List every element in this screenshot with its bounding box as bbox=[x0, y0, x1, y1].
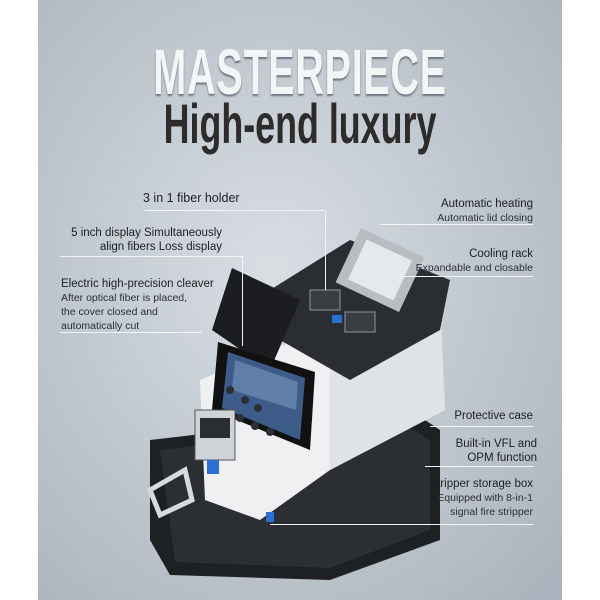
keypad bbox=[226, 386, 274, 436]
callout-display-line1: 5 inch display Simultaneously bbox=[71, 227, 222, 239]
callout-stripper-desc-2: signal fire stripper bbox=[450, 506, 533, 518]
callout-line bbox=[400, 276, 533, 277]
callout-protective-case: Protective case bbox=[454, 410, 533, 422]
fiber-holder bbox=[344, 311, 376, 333]
callout-stripper-title: Stripper storage box bbox=[429, 478, 533, 490]
splicer-lid bbox=[212, 268, 300, 370]
keypad-button bbox=[236, 414, 244, 422]
headline-title: MASTERPIECE bbox=[153, 36, 447, 108]
callout-cleaver-desc-1: After optical fiber is placed, bbox=[61, 292, 188, 304]
callout-line bbox=[325, 210, 326, 290]
callout-cleaver-desc-3: automatically cut bbox=[61, 320, 140, 332]
callout-vfl-line1: Built-in VFL and bbox=[455, 438, 537, 450]
callout-cooling-title: Cooling rack bbox=[469, 248, 533, 260]
keypad-button bbox=[266, 428, 274, 436]
callout-display: 5 inch display Simultaneously align fibe… bbox=[71, 226, 222, 254]
callout-stripper: Stripper storage box Equipped with 8-in-… bbox=[429, 477, 533, 519]
callout-cleaver-title: Electric high-precision cleaver bbox=[61, 278, 214, 290]
headline-subtitle: High-end luxury bbox=[163, 92, 437, 155]
callout-line bbox=[60, 332, 202, 333]
fiber-holder bbox=[309, 289, 341, 311]
heater-lid bbox=[348, 239, 412, 301]
display-content-highlight bbox=[232, 360, 298, 410]
blue-clip bbox=[207, 460, 219, 474]
callout-fiber-holder: 3 in 1 fiber holder bbox=[143, 191, 240, 205]
callout-stripper-desc-1: Equipped with 8-in-1 bbox=[437, 492, 533, 504]
keypad-button bbox=[241, 396, 249, 404]
callout-cooling-desc: Expandable and closable bbox=[415, 262, 533, 274]
keypad-button bbox=[254, 404, 262, 412]
callout-vfl-line2: OPM function bbox=[467, 452, 537, 464]
callout-line bbox=[242, 256, 243, 346]
callout-heating: Automatic heating Automatic lid closing bbox=[437, 197, 533, 225]
callout-heating-title: Automatic heating bbox=[440, 198, 533, 210]
keypad-button bbox=[226, 386, 234, 394]
callout-line bbox=[145, 210, 325, 211]
callout-vfl-opm: Built-in VFL and OPM function bbox=[456, 437, 537, 465]
callout-cleaver: Electric high-precision cleaver After op… bbox=[61, 277, 214, 333]
callout-line bbox=[430, 426, 533, 427]
callout-line bbox=[380, 224, 533, 225]
callout-display-line2: align fibers Loss display bbox=[99, 241, 222, 253]
keypad-button bbox=[251, 422, 259, 430]
callout-cooling: Cooling rack Expandable and closable bbox=[416, 247, 533, 275]
callout-line bbox=[270, 524, 533, 525]
handle bbox=[146, 466, 195, 519]
blue-latch bbox=[266, 512, 274, 522]
cleaver-slot bbox=[200, 418, 230, 438]
callout-line bbox=[425, 466, 533, 467]
callout-cleaver-desc-2: the cover closed and bbox=[61, 306, 158, 318]
blue-clamp bbox=[332, 315, 342, 323]
callout-heating-desc: Automatic lid closing bbox=[437, 212, 533, 224]
callout-line bbox=[60, 256, 243, 257]
